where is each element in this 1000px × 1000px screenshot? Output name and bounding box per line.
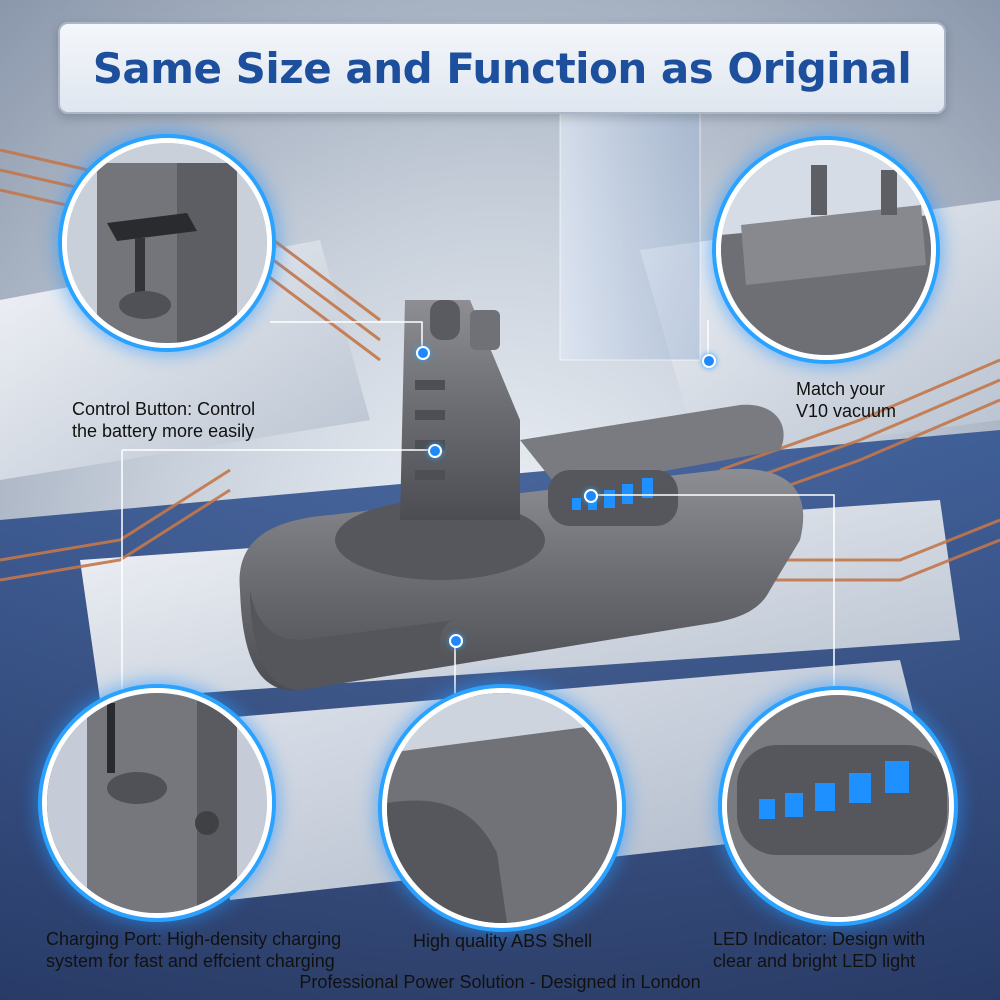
control-button-icon — [67, 143, 267, 343]
shell-icon — [387, 693, 617, 923]
caption-match-vacuum: Match your V10 vacuum — [796, 379, 897, 421]
charging-port-icon — [47, 693, 267, 913]
led-closeup-icon — [727, 695, 949, 917]
detail-led-indicator — [722, 690, 954, 922]
battery-top-icon — [721, 145, 931, 355]
marker-led — [584, 489, 598, 503]
title-banner: Same Size and Function as Original — [58, 22, 946, 114]
caption-charging-port: Charging Port: High-density charging sys… — [46, 929, 342, 971]
page-title: Same Size and Function as Original — [92, 43, 912, 93]
detail-match-vacuum — [716, 140, 936, 360]
marker-control — [416, 346, 430, 360]
marker-match — [702, 354, 716, 368]
detail-charging-port — [42, 688, 272, 918]
marker-charging — [428, 444, 442, 458]
caption-control-button: Control Button: Control the battery more… — [72, 399, 256, 441]
caption-led-indicator: LED Indicator: Design with clear and bri… — [713, 929, 926, 971]
led-indicator-icon — [548, 470, 678, 526]
detail-control-button — [62, 138, 272, 348]
caption-abs-shell: High quality ABS Shell — [413, 931, 593, 951]
glass-cube — [559, 109, 701, 361]
marker-shell — [449, 634, 463, 648]
footer-text: Professional Power Solution - Designed i… — [299, 972, 701, 992]
callout-lines — [121, 320, 835, 700]
detail-abs-shell — [382, 688, 622, 928]
